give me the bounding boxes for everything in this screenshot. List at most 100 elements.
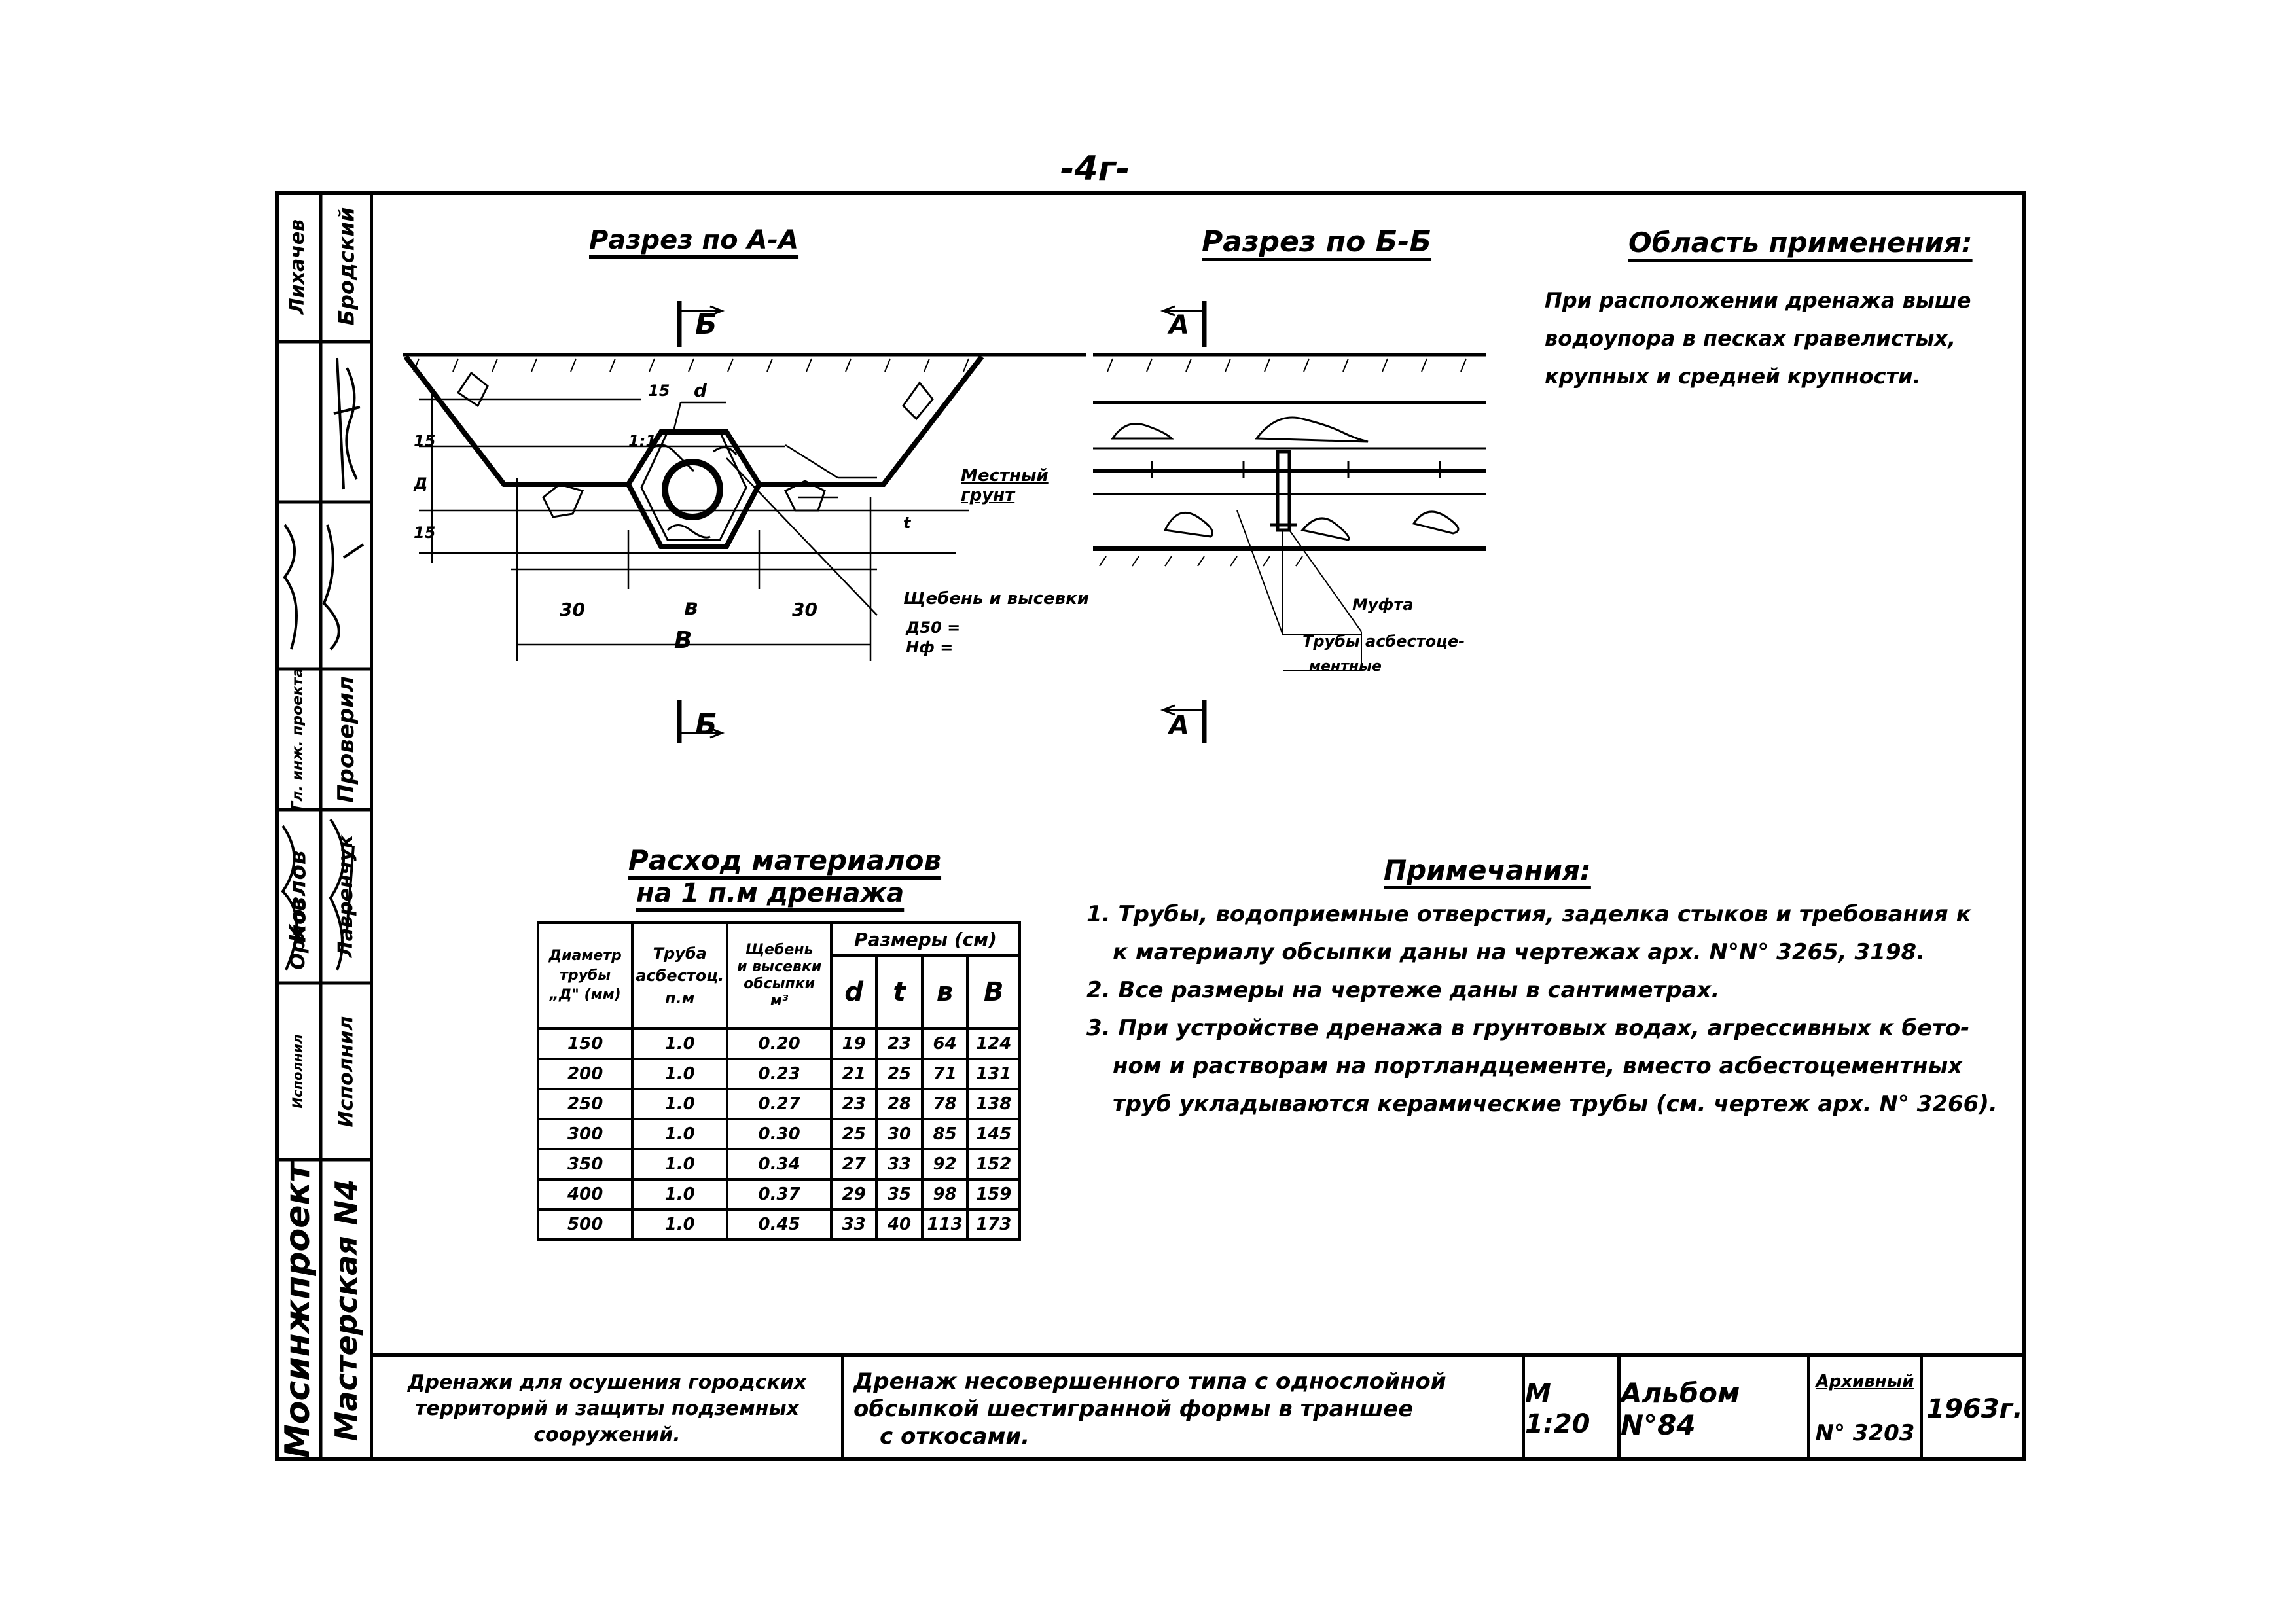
table-cell: 0.20 xyxy=(726,1027,833,1060)
side-stamp-name: Орлов xyxy=(286,898,310,970)
side-stamp-org: Мосинжпроект xyxy=(278,1162,318,1458)
note-line: труб укладываются керамические трубы (см… xyxy=(1113,1091,1998,1117)
header-size-col: d xyxy=(830,954,878,1030)
table-cell: 131 xyxy=(966,1058,1021,1090)
dim-label: 15 xyxy=(648,382,670,400)
table-cell: 35 xyxy=(875,1178,924,1211)
materials-title-line1: Расход материалов xyxy=(628,844,942,876)
application-text: При расположении дренажа выше водоупора … xyxy=(1545,281,1971,395)
leader-pipe-label: ментные xyxy=(1309,658,1382,675)
note-line: 1. Трубы, водоприемные отверстия, заделк… xyxy=(1086,901,1971,927)
header-size-col: в xyxy=(920,954,969,1030)
table-cell: 0.37 xyxy=(726,1178,833,1211)
note-line: 3. При устройстве дренажа в грунтовых во… xyxy=(1086,1015,1970,1041)
table-cell: 30 xyxy=(875,1118,924,1150)
section-b-drawing xyxy=(1093,301,1486,743)
notes-block: 1. Трубы, водоприемные отверстия, заделк… xyxy=(1086,895,1998,1123)
table-cell: 98 xyxy=(920,1178,969,1211)
section-a-drawing xyxy=(403,301,1086,743)
side-stamp: Мосинжпроект Мастерская N4 Лихачев Бродс… xyxy=(275,191,373,1461)
table-cell: 0.45 xyxy=(726,1208,833,1241)
note-line: ном и растворам на портландцементе, вмес… xyxy=(1113,1053,1963,1079)
table-cell: 64 xyxy=(920,1027,969,1060)
side-stamp-role: Исполнил xyxy=(334,1016,358,1127)
side-stamp-role: Проверил xyxy=(333,675,360,803)
dim-label: В xyxy=(674,627,692,654)
table-cell: 19 xyxy=(830,1027,878,1060)
side-stamp-workshop: Мастерская N4 xyxy=(329,1179,364,1442)
d50-label: Д50 = xyxy=(906,618,961,637)
title-block-year: 1963г. xyxy=(1926,1394,2023,1424)
table-cell: 25 xyxy=(875,1058,924,1090)
note-line: к материалу обсыпки даны на чертежах арх… xyxy=(1113,939,1926,965)
leader-pipe-label: Трубы асбестоце- xyxy=(1302,632,1465,651)
table-cell: 1.0 xyxy=(631,1208,729,1241)
table-cell: 0.23 xyxy=(726,1058,833,1090)
slope-label: 1:1 xyxy=(628,432,656,450)
table-cell: 400 xyxy=(536,1178,634,1211)
header-sizes: Размеры (см) xyxy=(830,921,1021,957)
table-cell: 21 xyxy=(830,1058,878,1090)
table-cell: 0.34 xyxy=(726,1148,833,1181)
side-stamp-name: Лихачев xyxy=(286,219,310,314)
header-size-col: В xyxy=(966,954,1021,1030)
notes-title: Примечания: xyxy=(1384,854,1591,886)
signature-5 xyxy=(281,825,298,971)
table-cell: 1.0 xyxy=(631,1148,729,1181)
title-block-archive: Архивный N° 3203 xyxy=(1810,1357,1923,1461)
title-block-drawing: Дренаж несовершенного типа с однослойной… xyxy=(844,1357,1525,1461)
table-cell: 27 xyxy=(830,1148,878,1181)
header-gravel: Щебень и высевки обсыпки м³ xyxy=(726,921,833,1030)
table-cell: 150 xyxy=(536,1027,634,1060)
header-pipe: Труба асбестоц. п.м xyxy=(631,921,729,1030)
table-cell: 33 xyxy=(875,1148,924,1181)
table-cell: 0.27 xyxy=(726,1088,833,1120)
side-stamp-role: Исполнил xyxy=(290,1034,306,1109)
dim-label: 30 xyxy=(792,599,817,620)
table-cell: 173 xyxy=(966,1208,1021,1241)
table-cell: 200 xyxy=(536,1058,634,1090)
application-line: При расположении дренажа выше xyxy=(1545,288,1971,313)
table-cell: 159 xyxy=(966,1178,1021,1211)
page-number: -4г- xyxy=(1060,149,1130,188)
table-cell: 1.0 xyxy=(631,1118,729,1150)
sheet-frame xyxy=(275,191,2026,1461)
dim-label: 15 xyxy=(414,524,436,542)
leader-gravel-label: Щебень и высевки xyxy=(903,589,1089,609)
cut-mark-label: Б xyxy=(695,308,717,341)
table-cell: 300 xyxy=(536,1118,634,1150)
application-line: крупных и средней крупности. xyxy=(1545,364,1921,389)
application-line: водоупора в песках гравелистых, xyxy=(1545,326,1956,351)
title-block-project: Дренажи для осушения городских территори… xyxy=(373,1357,844,1461)
table-cell: 92 xyxy=(920,1148,969,1181)
title-block-album: Альбом N°84 xyxy=(1621,1357,1810,1461)
table-cell: 28 xyxy=(875,1088,924,1120)
dim-t-label: t xyxy=(903,514,911,532)
section-b-title: Разрез по Б-Б xyxy=(1202,225,1432,259)
cut-mark-label: Б xyxy=(695,708,717,741)
side-stamp-name: Бродский xyxy=(334,207,359,326)
table-cell: 78 xyxy=(920,1088,969,1120)
table-cell: 1.0 xyxy=(631,1058,729,1090)
table-cell: 33 xyxy=(830,1208,878,1241)
dim-label: 30 xyxy=(560,599,585,620)
leader-soil-label: Местный грунт xyxy=(961,466,1049,505)
leader-coupling-label: Муфта xyxy=(1352,596,1414,614)
table-cell: 25 xyxy=(830,1118,878,1150)
table-cell: 40 xyxy=(875,1208,924,1241)
title-block: Дренажи для осушения городских территори… xyxy=(373,1353,2026,1461)
application-title: Область применения: xyxy=(1628,226,1973,259)
note-line: 2. Все размеры на чертеже даны в сантиме… xyxy=(1086,977,1720,1003)
dim-d-label: d xyxy=(694,380,708,401)
header-size-col: t xyxy=(875,954,924,1030)
materials-table: Диаметр трубы „Д" (мм) Труба асбестоц. п… xyxy=(536,921,1021,1241)
table-cell: 23 xyxy=(875,1027,924,1060)
